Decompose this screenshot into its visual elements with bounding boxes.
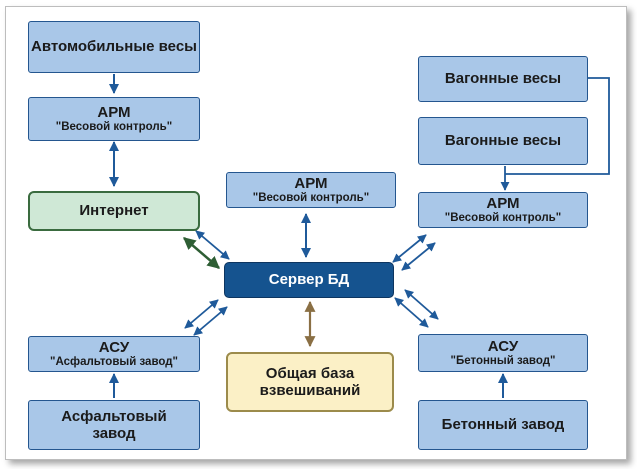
wagon-scales-1-box: Вагонные весы: [418, 56, 588, 102]
asu-left-title: АСУ: [98, 338, 130, 356]
arm-right-title: АРМ: [486, 194, 520, 212]
wagon-scales-1-label: Вагонные весы: [444, 70, 562, 88]
arrow-server-armright-a: [392, 234, 427, 263]
arm-right-box: АРМ "Весовой контроль": [418, 192, 588, 228]
arm-center-box: АРМ "Весовой контроль": [226, 172, 396, 208]
arrow-server-asuleft-b: [193, 306, 228, 336]
arm-left-subtitle: "Весовой контроль": [55, 121, 173, 134]
asu-left-subtitle: "Асфальтовый завод": [50, 356, 178, 369]
auto-scales-label: Автомобильные весы: [31, 38, 197, 56]
arm-left-title: АРМ: [97, 103, 131, 121]
concrete-plant-box: Бетонный завод: [418, 400, 588, 450]
concrete-plant-label: Бетонный завод: [441, 416, 565, 434]
wagon-scales-2-label: Вагонные весы: [444, 132, 562, 150]
arrow-internet-server-b: [195, 230, 230, 260]
arrow-server-asuright-b: [404, 289, 439, 320]
db-server-box: Сервер БД: [224, 262, 394, 298]
wagon-scales-2-box: Вагонные весы: [418, 117, 588, 165]
asphalt-plant-label: Асфальтовый завод: [61, 407, 167, 442]
asu-right-title: АСУ: [487, 337, 519, 355]
arm-right-subtitle: "Весовой контроль": [444, 212, 562, 225]
arm-center-title: АРМ: [294, 174, 328, 192]
asu-right-box: АСУ "Бетонный завод": [418, 334, 588, 372]
line-wagon1-to-arm: [505, 77, 610, 175]
common-db-label: Общая база взвешиваний: [259, 364, 361, 399]
asu-right-subtitle: "Бетонный завод": [450, 355, 556, 368]
arrow-server-asuleft-a: [184, 299, 219, 329]
auto-scales-box: Автомобильные весы: [28, 21, 200, 73]
arrow-server-asuright-a: [394, 297, 429, 328]
asu-left-box: АСУ "Асфальтовый завод": [28, 336, 200, 372]
arrow-internet-server-a: [183, 237, 220, 269]
internet-label: Интернет: [79, 202, 149, 220]
common-db-box: Общая база взвешиваний: [226, 352, 394, 412]
arrow-server-armright-b: [401, 242, 436, 271]
arm-center-subtitle: "Весовой контроль": [252, 192, 370, 205]
asphalt-plant-box: Асфальтовый завод: [28, 400, 200, 450]
internet-box: Интернет: [28, 191, 200, 231]
arm-left-box: АРМ "Весовой контроль": [28, 97, 200, 141]
db-server-label: Сервер БД: [268, 271, 350, 289]
